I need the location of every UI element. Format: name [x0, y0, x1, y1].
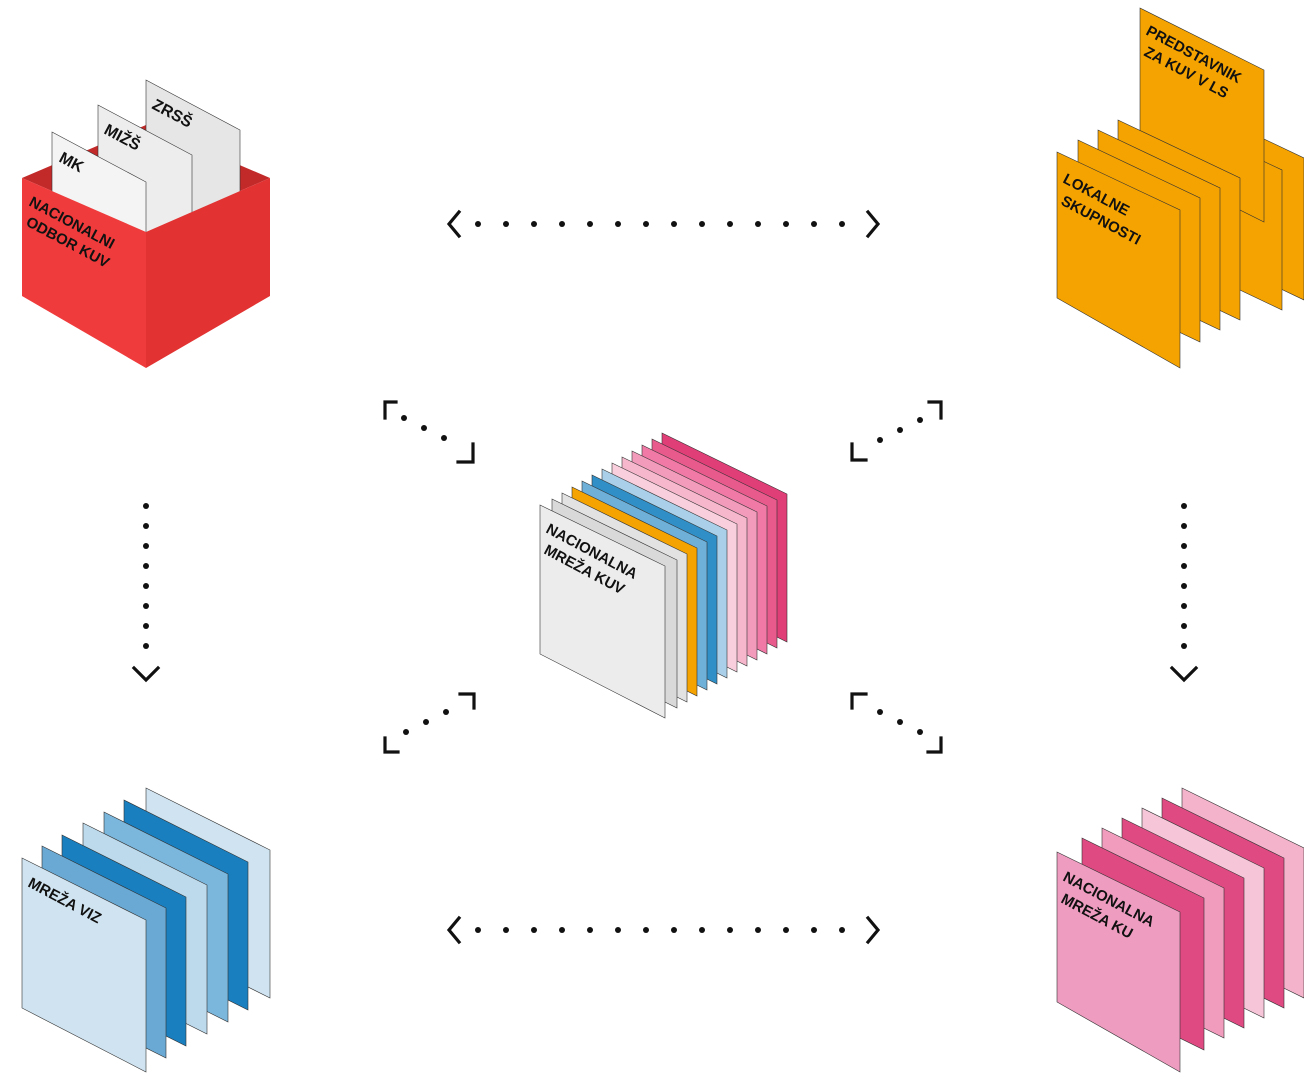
local-communities-node: PREDSTAVNIK ZA KUV V LS LOKALNE SKUPNOST… [1056, 7, 1304, 369]
arrowhead-right [865, 915, 881, 945]
arrowhead-left [446, 209, 462, 239]
national-network-ku-node: NACIONALNA MREŽA KU [1056, 787, 1304, 1073]
connector-ku-center [850, 692, 943, 754]
arrowhead-corner [850, 442, 868, 462]
arrowhead-corner [926, 736, 943, 754]
arrowhead-left [446, 915, 462, 945]
arrowhead-right [865, 209, 881, 239]
arrowhead-down [1169, 665, 1199, 683]
national-board-node: ZRSŠ MIŽŠ MK NACIONALNI ODBOR KUV [22, 79, 270, 368]
board-box-left-face [22, 178, 146, 368]
connector-viz-center [383, 692, 476, 754]
board-box-right-face [146, 178, 270, 368]
arrowhead-corner [383, 400, 398, 420]
arrowhead-corner [458, 692, 476, 710]
arrowhead-down [131, 665, 161, 683]
connector-local-center [850, 400, 943, 462]
connector-board-viz [131, 503, 161, 683]
connector-board-center [383, 400, 475, 464]
national-network-kuv-node: NACIONALNA MREŽA KUV [539, 432, 788, 719]
connector-local-ku [1169, 503, 1199, 683]
connectors [131, 209, 1199, 945]
arrowhead-corner [927, 400, 943, 420]
arrowhead-corner [383, 736, 400, 754]
arrowhead-corner [850, 692, 868, 710]
viz-network-node: MREŽA VIZ [21, 787, 271, 1073]
arrowhead-corner [456, 442, 475, 464]
connector-viz-ku [446, 915, 881, 945]
connector-board-local [446, 209, 881, 239]
